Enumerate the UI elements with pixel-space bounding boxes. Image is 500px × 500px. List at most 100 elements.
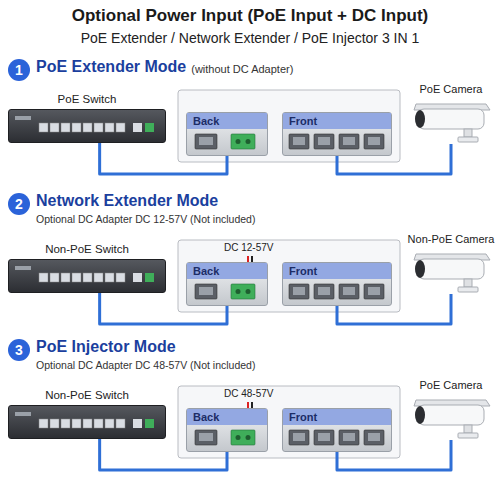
switch-body [8, 405, 166, 439]
switch-logo [15, 412, 31, 416]
dc-label: DC 12-57V [222, 242, 275, 253]
camera-base [458, 433, 478, 438]
ip-camera: PoE Camera [406, 82, 496, 144]
rj45-port [289, 134, 309, 149]
ip-camera: PoE Camera [406, 378, 496, 440]
switch-port [61, 123, 70, 132]
camera-base [458, 287, 478, 292]
camera-drawing [406, 394, 496, 440]
terminal-screw [236, 289, 241, 294]
device-strip: Front [283, 409, 391, 425]
mode-heading: Network Extender Mode [36, 192, 218, 210]
switch-port [145, 419, 154, 428]
rj45-port [339, 134, 359, 149]
switch-port [105, 419, 114, 428]
front-unit: Front [282, 408, 392, 452]
front-label: Front [289, 409, 385, 425]
label-holder: DC 12-57V [222, 242, 275, 253]
switch-port [39, 273, 48, 282]
back-label: Back [193, 113, 261, 129]
back-label: Back [193, 409, 261, 425]
front-unit: Front [282, 262, 392, 306]
back-unit: Back [186, 408, 268, 452]
rj45-inner [293, 433, 305, 441]
mode-note: Optional DC Adapter DC 48-57V (Not inclu… [36, 359, 255, 371]
switch-ports [9, 110, 167, 144]
rj45-port [289, 430, 309, 445]
rj45-port [339, 284, 359, 299]
camera-mount [464, 425, 472, 433]
device-strip: Back [187, 113, 267, 129]
switch-label: Non-PoE Switch [8, 242, 166, 258]
rj45-inner [368, 137, 380, 145]
number-badge: 1 [8, 59, 30, 81]
camera-label: Non-PoE Camera [406, 232, 496, 248]
device-frame [178, 386, 400, 458]
switch-port [105, 273, 114, 282]
dc-label: DC 48-57V [222, 388, 275, 399]
rj45-port [364, 430, 384, 445]
label-holder: Network Extender Mode [36, 192, 218, 210]
network-switch: Non-PoE Switch [8, 242, 166, 293]
rj45-port [364, 284, 384, 299]
rj45-inner [368, 433, 380, 441]
device-frame [178, 240, 400, 312]
number-badge: 2 [8, 193, 30, 215]
camera-lens [415, 260, 425, 278]
badge-number: 2 [8, 193, 30, 215]
switch-label: Non-PoE Switch [8, 388, 166, 404]
rj45-inner [343, 137, 355, 145]
camera-mount [464, 129, 472, 137]
camera-body [418, 405, 484, 425]
device-ports [187, 425, 267, 451]
mode-note: Optional DC Adapter DC 12-57V (Not inclu… [36, 213, 255, 225]
switch-body [8, 259, 166, 293]
camera-lens [415, 406, 425, 424]
label-holder: DC 48-57V [222, 388, 275, 399]
back-unit: Back [186, 262, 268, 306]
switch-ports [9, 406, 167, 440]
switch-port [72, 123, 81, 132]
device-strip: Back [187, 409, 267, 425]
switch-port [133, 123, 142, 132]
terminal-screw [246, 435, 251, 440]
switch-port [50, 419, 59, 428]
rj45-port [289, 284, 309, 299]
label-holder: (without DC Adapter) [191, 63, 293, 75]
rj45-inner [199, 287, 213, 295]
mode-note: (without DC Adapter) [191, 63, 293, 75]
front-unit: Front [282, 112, 392, 156]
rj45-port [339, 430, 359, 445]
rj45-port [195, 134, 217, 149]
camera-base [458, 137, 478, 142]
camera-label: PoE Camera [406, 82, 496, 98]
label-holder: PoE Injector Mode [36, 338, 176, 356]
device-ports [283, 425, 391, 451]
label-holder: PoE Extender / Network Extender / PoE In… [0, 30, 500, 46]
rj45-inner [318, 433, 330, 441]
camera-body [418, 109, 484, 129]
title-holder: Optional Power Input (PoE Input + DC Inp… [0, 6, 500, 26]
camera-lens [415, 110, 425, 128]
switch-port [39, 419, 48, 428]
device-strip: Front [283, 113, 391, 129]
network-switch: Non-PoE Switch [8, 388, 166, 439]
rj45-inner [343, 287, 355, 295]
camera-body [418, 259, 484, 279]
switch-logo [15, 116, 31, 120]
badge-number: 3 [8, 339, 30, 361]
switch-port [83, 123, 92, 132]
device-strip: Front [283, 263, 391, 279]
camera-drawing [406, 98, 496, 144]
front-label: Front [289, 263, 385, 279]
dc-terminal [231, 430, 255, 445]
rj45-port [314, 284, 334, 299]
switch-port [133, 419, 142, 428]
switch-port [94, 123, 103, 132]
camera-drawing [406, 248, 496, 294]
switch-logo [15, 266, 31, 270]
device-ports [187, 129, 267, 155]
mode-heading: PoE Extender Mode [36, 58, 186, 76]
subtitle: PoE Extender / Network Extender / PoE In… [0, 30, 500, 46]
